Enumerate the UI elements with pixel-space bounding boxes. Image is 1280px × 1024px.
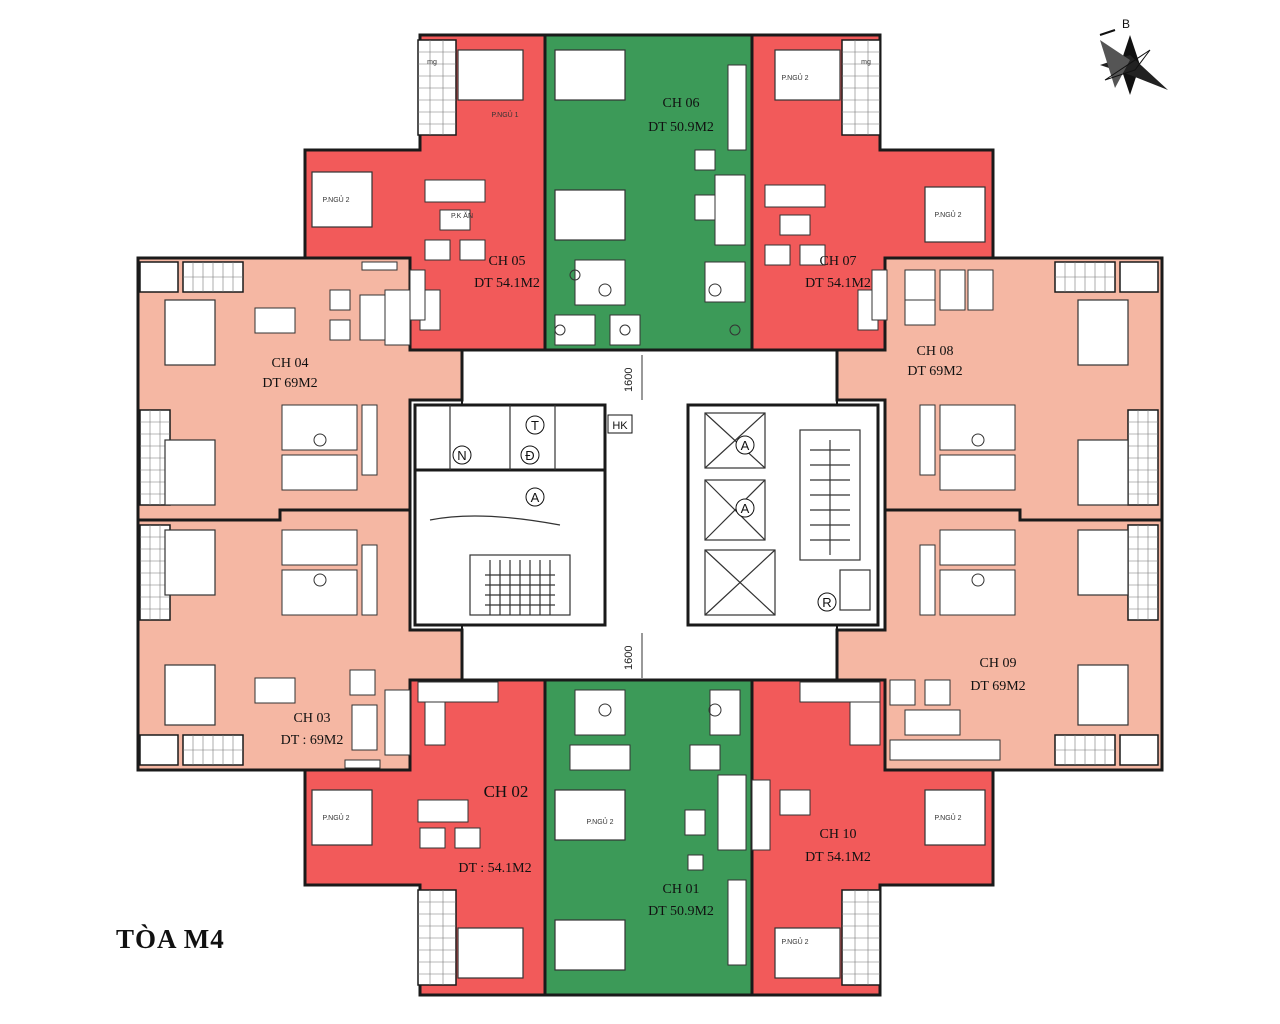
unit-ch07-area-label: DT 54.1M2 (805, 276, 871, 291)
refuse-symbol: R (822, 595, 831, 610)
unit-ch05-area-label: DT 54.1M2 (474, 276, 540, 291)
room-label: mg (427, 59, 437, 66)
furniture (254, 64, 1001, 966)
unit-ch05-code: CH 05 (489, 254, 526, 269)
unit-ch10-area-label: DT 54.1M2 (805, 850, 871, 865)
stair-symbol: A (531, 490, 540, 505)
core-symbols (452, 414, 837, 612)
unit-ch04-area-label: DT 69M2 (262, 376, 317, 391)
electric-symbol: Đ (525, 448, 534, 463)
unit-labels: CH 06 DT 50.9M2 CH 05 DT 54.1M2 CH 07 DT… (262, 96, 1025, 919)
unit-ch10-code: CH 10 (820, 827, 857, 842)
unit-ch08-code: CH 08 (917, 344, 954, 359)
lift-symbol: A (741, 501, 750, 516)
compass-icon (1099, 29, 1168, 95)
unit-ch01-area-label: DT 50.9M2 (648, 904, 714, 919)
unit-ch09-code: CH 09 (980, 656, 1017, 671)
room-label: mg (861, 59, 871, 66)
room-labels: P.NGỦ 1 P.NGỦ 2 P.NGỦ 2 P.K ĂN P.NGỦ 2 P… (322, 59, 961, 946)
unit-ch02-area-label: DT : 54.1M2 (458, 861, 531, 876)
unit-ch03-code: CH 03 (294, 711, 331, 726)
unit-ch08-area-label: DT 69M2 (907, 364, 962, 379)
room-label: P.NGỦ 2 (322, 195, 349, 204)
unit-ch02-code: CH 02 (484, 782, 529, 801)
unit-ch06-area-label: DT 50.9M2 (648, 120, 714, 135)
water-symbol: N (457, 448, 466, 463)
unit-ch03-area-label: DT : 69M2 (281, 733, 344, 748)
unit-ch01-code: CH 01 (663, 882, 700, 897)
dimension-top: 1600 (623, 368, 635, 392)
unit-ch07-code: CH 07 (820, 254, 857, 269)
unit-ch04-code: CH 04 (272, 356, 309, 371)
room-label: P.NGỦ 2 (586, 817, 613, 826)
dimension-bottom: 1600 (623, 646, 635, 670)
beds (164, 49, 1129, 979)
unit-ch09-area-label: DT 69M2 (970, 679, 1025, 694)
core-symbol-labels: T Đ N A A A R HK (457, 418, 831, 610)
core-right-inner (704, 412, 871, 616)
room-label: P.K ĂN (451, 211, 473, 220)
core-left-inner (429, 405, 571, 616)
room-label: P.NGỦ 2 (934, 813, 961, 822)
room-label: P.NGỦ 1 (491, 110, 518, 119)
room-label: P.NGỦ 2 (322, 813, 349, 822)
room-label: P.NGỦ 2 (934, 210, 961, 219)
building-title: TÒA M4 (116, 924, 225, 954)
hk-symbol: HK (612, 420, 628, 432)
bathrooms (281, 259, 1016, 771)
unit-ch10-area (750, 678, 995, 997)
room-label: P.NGỦ 2 (781, 937, 808, 946)
unit-ch06-code: CH 06 (663, 96, 700, 111)
core-right (686, 403, 880, 627)
compass-north-label: B (1122, 17, 1130, 31)
technical-symbol: T (531, 418, 539, 433)
room-label: P.NGỦ 2 (781, 73, 808, 82)
fixtures (313, 269, 985, 717)
lift-symbol: A (741, 438, 750, 453)
balcony-hatching (140, 40, 1158, 985)
